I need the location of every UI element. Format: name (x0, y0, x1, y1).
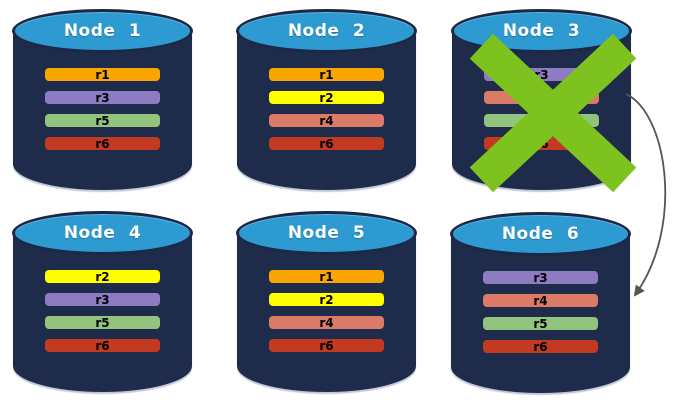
replica-list: r1 r3 r5 r6 (45, 68, 160, 150)
replica-label: r1 (95, 67, 110, 82)
node-6: Node 6 r3 r4 r5 r6 (450, 212, 631, 393)
replica-label: r6 (533, 339, 548, 354)
replica-bar: r6 (483, 340, 598, 353)
replica-bar: r6 (45, 137, 160, 150)
cylinder-body (237, 233, 416, 392)
replica-label: r2 (95, 269, 110, 284)
replica-label: r6 (95, 136, 110, 151)
replica-label: r5 (95, 113, 110, 128)
replica-bar: r1 (269, 68, 384, 81)
replica-label: r5 (533, 316, 548, 331)
replica-label: r2 (319, 90, 334, 105)
node-4: Node 4 r2 r3 r5 r6 (12, 211, 193, 392)
replica-bar: r2 (45, 270, 160, 283)
cylinder-top: Node 4 (12, 211, 193, 255)
replica-bar: r2 (269, 91, 384, 104)
replica-bar: r5 (45, 114, 160, 127)
replica-bar: r2 (269, 293, 384, 306)
node-title: Node 4 (63, 223, 142, 243)
replica-label: r4 (319, 315, 334, 330)
cylinder-body (237, 31, 416, 190)
cylinder-body (451, 234, 630, 393)
replica-bar: r6 (269, 137, 384, 150)
node-title: Node 2 (287, 21, 366, 41)
replica-bar: r1 (269, 270, 384, 283)
replica-label: r3 (95, 90, 110, 105)
replica-list: r1 r2 r4 r6 (269, 68, 384, 150)
replica-bar: r6 (269, 339, 384, 352)
node-title: Node 6 (501, 224, 580, 244)
cylinder-body (13, 233, 192, 392)
replica-bar: r5 (45, 316, 160, 329)
replica-bar: r6 (45, 339, 160, 352)
replica-label: r4 (533, 293, 548, 308)
replica-list: r3 r4 r5 r6 (483, 271, 598, 353)
replica-label: r2 (319, 292, 334, 307)
replica-bar: r4 (269, 316, 384, 329)
replica-bar: r1 (45, 68, 160, 81)
replica-bar: r4 (483, 294, 598, 307)
cylinder-body (13, 31, 192, 190)
node-5: Node 5 r1 r2 r4 r6 (236, 211, 417, 392)
node-title: Node 1 (63, 21, 142, 41)
replica-label: r6 (319, 136, 334, 151)
replica-label: r1 (319, 269, 334, 284)
node-2: Node 2 r1 r2 r4 r6 (236, 9, 417, 190)
replica-list: r1 r2 r4 r6 (269, 270, 384, 352)
cylinder-top: Node 5 (236, 211, 417, 255)
replica-bar: r3 (45, 91, 160, 104)
failure-x-mark (469, 33, 637, 192)
replica-bar: r3 (45, 293, 160, 306)
node-title: Node 5 (287, 223, 366, 243)
replica-label: r3 (533, 270, 548, 285)
replica-label: r5 (95, 315, 110, 330)
node-title: Node 3 (502, 21, 581, 41)
replica-label: r4 (319, 113, 334, 128)
replica-bar: r5 (483, 317, 598, 330)
replica-label: r6 (319, 338, 334, 353)
replica-bar: r4 (269, 114, 384, 127)
replica-label: r1 (319, 67, 334, 82)
cylinder-top: Node 2 (236, 9, 417, 53)
replica-bar: r3 (483, 271, 598, 284)
cylinder-top: Node 1 (12, 9, 193, 53)
node-1: Node 1 r1 r3 r5 r6 (12, 9, 193, 190)
replica-label: r3 (95, 292, 110, 307)
replica-label: r6 (95, 338, 110, 353)
cylinder-top: Node 6 (450, 212, 631, 256)
replica-list: r2 r3 r5 r6 (45, 270, 160, 352)
